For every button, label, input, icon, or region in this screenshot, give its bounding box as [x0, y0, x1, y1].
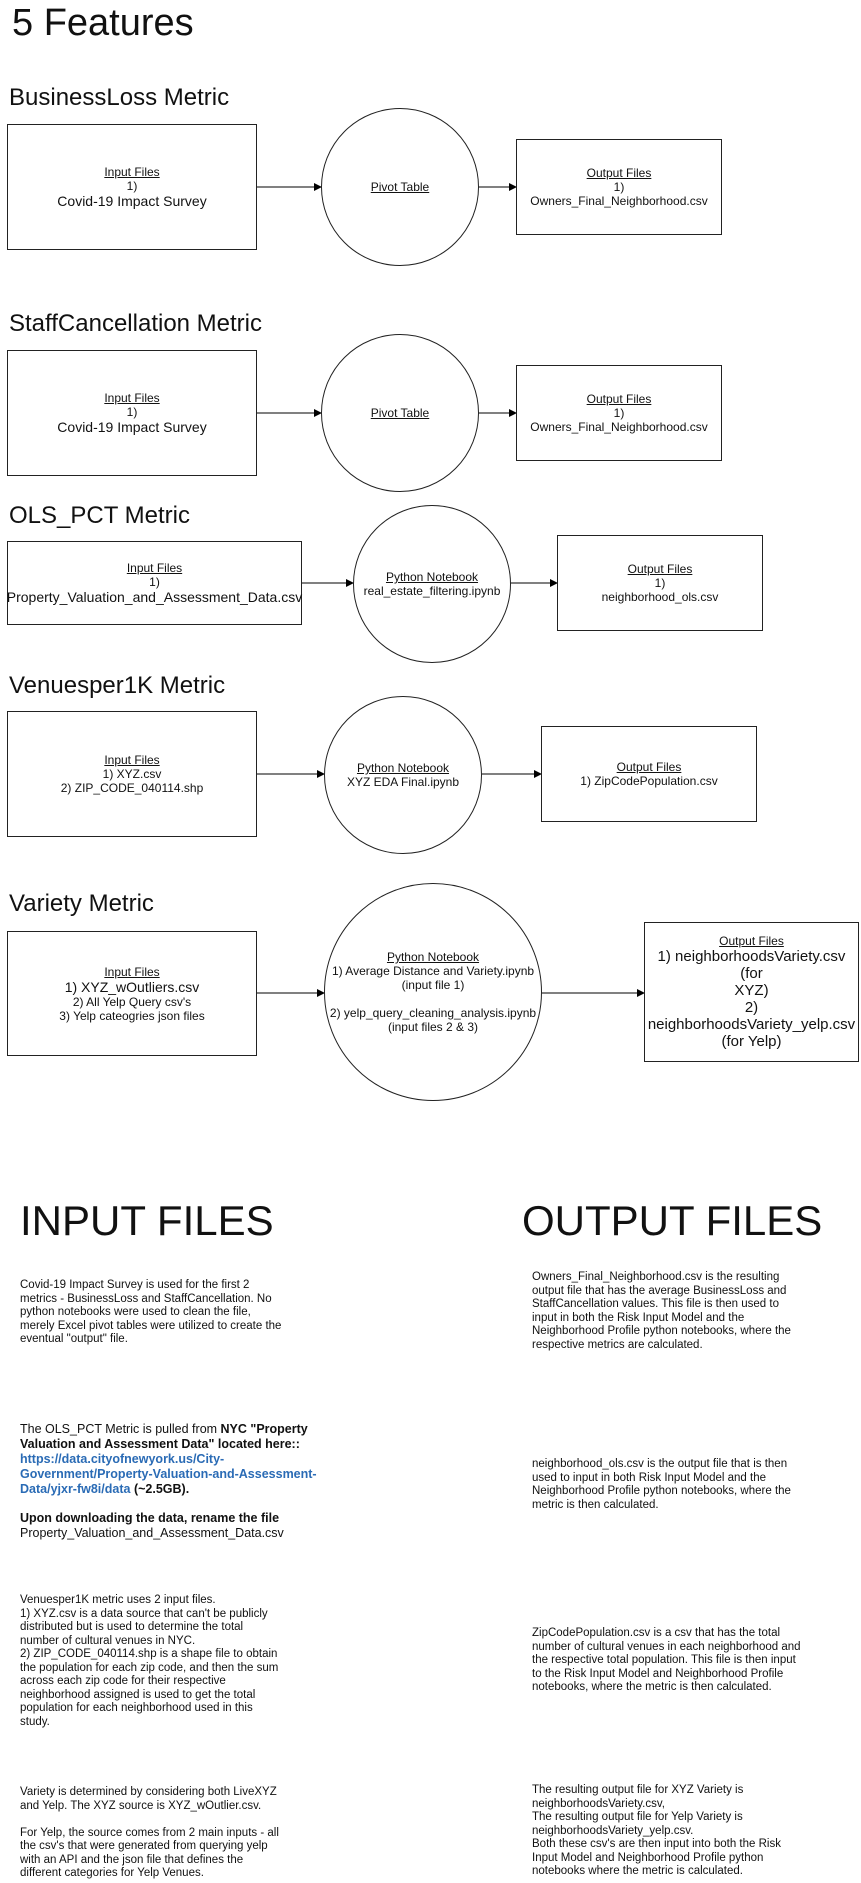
output-line: 1) ZipCodePopulation.csv	[580, 774, 718, 788]
input-note-ols: The OLS_PCT Metric is pulled from NYC "P…	[20, 1422, 340, 1541]
output-note-variety: The resulting output file for XYZ Variet…	[532, 1784, 781, 1877]
venues-input-box: Input Files 1) XYZ.csv 2) ZIP_CODE_04011…	[7, 711, 257, 837]
output-line: 1)	[654, 576, 666, 590]
variety-process-circle: Python Notebook 1) Average Distance and …	[324, 883, 542, 1101]
output-head: Output Files	[586, 392, 652, 406]
process-head: Pivot Table	[370, 180, 430, 194]
input-line: Covid-19 Impact Survey	[57, 193, 207, 209]
input-head: Input Files	[104, 165, 160, 179]
output-head: Output Files	[616, 760, 682, 774]
input-line: 1)	[126, 405, 138, 419]
page-title: 5 Features	[12, 2, 194, 44]
olspct-output-box: Output Files 1) neighborhood_ols.csv	[557, 535, 763, 631]
output-line: Owners_Final_Neighborhood.csv	[530, 194, 708, 208]
input-line: 3) Yelp cateogries json files	[59, 1008, 205, 1023]
input-head: Input Files	[126, 561, 183, 575]
businessloss-title: BusinessLoss Metric	[9, 84, 230, 111]
note-text-bold: (~2.5GB).	[130, 1482, 190, 1496]
venues-title: Venuesper1K Metric	[9, 672, 226, 699]
businessloss-output-box: Output Files 1) Owners_Final_Neighborhoo…	[516, 139, 722, 235]
output-line: 2) neighborhoodsVariety_yelp.csv	[647, 999, 856, 1033]
staffcancellation-title: StaffCancellation Metric	[9, 310, 263, 337]
output-note-zip: ZipCodePopulation.csv is a csv that has …	[532, 1627, 801, 1693]
output-files-heading: OUTPUT FILES	[522, 1197, 823, 1244]
process-line: real_estate_filtering.ipynb	[363, 584, 501, 598]
note-filename: Property_Valuation_and_Assessment_Data.c…	[20, 1526, 284, 1540]
input-head: Input Files	[104, 964, 160, 979]
variety-input-box: Input Files 1) XYZ_wOutliers.csv 2) All …	[7, 931, 257, 1056]
staffcancellation-input-box: Input Files 1) Covid-19 Impact Survey	[7, 350, 257, 476]
input-line: 1)	[126, 179, 138, 193]
output-head: Output Files	[627, 562, 693, 576]
input-line: 2) ZIP_CODE_040114.shp	[60, 781, 204, 795]
output-note-ols: neighborhood_ols.csv is the output file …	[532, 1458, 791, 1511]
input-line: 1) XYZ.csv	[102, 767, 162, 781]
variety-title: Variety Metric	[9, 890, 154, 917]
olspct-process-circle: Python Notebook real_estate_filtering.ip…	[353, 505, 511, 663]
staffcancellation-output-box: Output Files 1) Owners_Final_Neighborhoo…	[516, 365, 722, 461]
input-line: 1)	[149, 575, 160, 589]
venues-process-circle: Python Notebook XYZ EDA Final.ipynb	[324, 696, 482, 854]
output-line: 1) neighborhoodsVariety.csv (for	[657, 948, 846, 982]
process-line: 1) Average Distance and Variety.ipynb	[331, 964, 535, 978]
note-text-bold: NYC "Property Valuation and Assessment D…	[20, 1422, 308, 1451]
output-line: (for Yelp)	[721, 1033, 782, 1050]
output-line: 1)	[613, 180, 625, 194]
process-line: XYZ EDA Final.ipynb	[346, 775, 460, 789]
note-text-bold: Upon downloading the data, rename the fi…	[20, 1511, 280, 1525]
input-line: Property_Valuation_and_Assessment_Data.c…	[6, 589, 303, 605]
input-line: 2) All Yelp Query csv's	[72, 994, 192, 1009]
process-head: Python Notebook	[356, 761, 450, 775]
olspct-input-box: Input Files 1) Property_Valuation_and_As…	[7, 541, 302, 625]
input-line: Covid-19 Impact Survey	[57, 419, 207, 435]
input-line: 1) XYZ_wOutliers.csv	[64, 978, 200, 995]
property-data-link[interactable]: https://data.cityofnewyork.us/City-Gover…	[20, 1452, 317, 1496]
input-note-variety: Variety is determined by considering bot…	[20, 1786, 279, 1879]
process-head: Pivot Table	[370, 406, 430, 420]
businessloss-input-box: Input Files 1) Covid-19 Impact Survey	[7, 124, 257, 250]
process-line: (input file 1)	[401, 978, 465, 992]
variety-output-box: Output Files 1) neighborhoodsVariety.csv…	[644, 922, 859, 1062]
output-line: neighborhood_ols.csv	[601, 590, 719, 604]
output-head: Output Files	[719, 934, 784, 948]
process-head: Python Notebook	[385, 570, 479, 584]
output-head: Output Files	[586, 166, 652, 180]
olspct-title: OLS_PCT Metric	[9, 502, 190, 529]
process-line: (input files 2 & 3)	[387, 1020, 479, 1034]
input-head: Input Files	[104, 391, 160, 405]
output-note-owners: Owners_Final_Neighborhood.csv is the res…	[532, 1271, 791, 1351]
businessloss-process-circle: Pivot Table	[321, 108, 479, 266]
input-note-venues: Venuesper1K metric uses 2 input files. 1…	[20, 1594, 279, 1728]
output-line: 1)	[613, 406, 625, 420]
venues-output-box: Output Files 1) ZipCodePopulation.csv	[541, 726, 757, 822]
process-head: Python Notebook	[386, 950, 480, 964]
input-note-covid: Covid-19 Impact Survey is used for the f…	[20, 1279, 282, 1345]
process-line: 2) yelp_query_cleaning_analysis.ipynb	[329, 1006, 537, 1020]
output-line: XYZ)	[734, 982, 769, 999]
output-line: Owners_Final_Neighborhood.csv	[530, 420, 708, 434]
note-text: The OLS_PCT Metric is pulled from	[20, 1422, 221, 1436]
staffcancellation-process-circle: Pivot Table	[321, 334, 479, 492]
input-head: Input Files	[104, 753, 160, 767]
input-files-heading: INPUT FILES	[20, 1197, 274, 1244]
